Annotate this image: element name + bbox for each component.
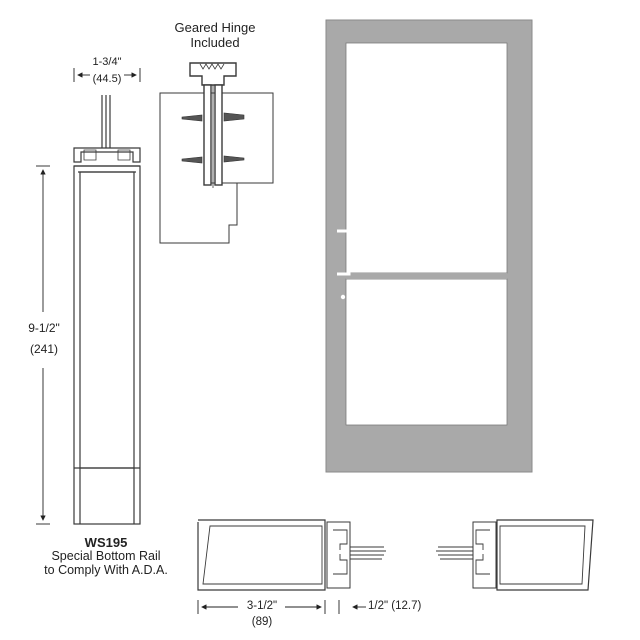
- plan-section-left: [197, 519, 386, 591]
- hinge-label: Geared Hinge Included: [160, 20, 270, 50]
- plan-profile-outline-right: [496, 519, 594, 591]
- product-desc-line2: to Comply With A.D.A.: [44, 563, 168, 577]
- plan-weatherstrip-right: [475, 529, 490, 575]
- glazing-stop-right: [117, 149, 131, 161]
- section-width-metric: (89): [251, 616, 273, 628]
- dimension-section-width: [197, 600, 326, 614]
- rail-height-metric: (241): [29, 342, 58, 356]
- plan-glass-right: [436, 546, 473, 560]
- glazing-pocket: [73, 147, 141, 163]
- plan-profile-inner-right: [499, 525, 586, 585]
- hinge-screws-bottom: [181, 155, 245, 164]
- plan-weatherstrip-left: [333, 529, 348, 575]
- hinge-label-line2: Included: [190, 35, 240, 50]
- section-gap-text: 1/2" (12.7): [368, 600, 422, 612]
- rail-height-label: 9-1/2" (241): [20, 322, 68, 356]
- section-gap-label: 1/2" (12.7): [368, 600, 444, 613]
- plan-profile-outline-left: [197, 519, 326, 591]
- product-code: WS195: [84, 535, 128, 550]
- section-width-label: 3-1/2" (89): [236, 600, 288, 629]
- dimension-rail-height: [36, 165, 50, 525]
- door-pull-handle: [337, 229, 351, 276]
- top-width-metric: (44.5): [92, 73, 122, 85]
- hinge-leaf-right: [214, 84, 223, 186]
- product-caption: WS195 Special Bottom Rail to Comply With…: [30, 536, 182, 577]
- dimension-top-width: [73, 68, 141, 82]
- rail-inner-outline: [79, 171, 135, 469]
- lower-glass-panel: [345, 278, 508, 426]
- bottom-rail-section: [73, 95, 141, 525]
- top-width-imperial: 1-3/4": [92, 56, 122, 68]
- geared-hinge-detail: [159, 62, 274, 244]
- door-lock-cylinder: [340, 294, 346, 300]
- top-width-label: 1-3/4" (44.5): [80, 56, 134, 86]
- hinge-cap-teeth: [199, 63, 225, 70]
- hinge-label-line1: Geared Hinge: [174, 20, 256, 35]
- dimension-section-gap: [338, 600, 366, 614]
- hinge-leaf-left: [203, 84, 212, 186]
- frame-jamb-outline: [221, 92, 274, 184]
- door-elevation: [325, 19, 533, 473]
- glazing-stop-left: [83, 149, 97, 161]
- upper-glass-panel: [345, 42, 508, 274]
- mid-rail: [346, 273, 507, 279]
- section-width-imperial: 3-1/2": [246, 600, 278, 612]
- hinge-screws-top: [181, 112, 245, 122]
- plan-section-right: [436, 519, 594, 591]
- rail-body-outline: [73, 165, 141, 525]
- plan-glass-left: [350, 546, 386, 560]
- plan-profile-inner-left: [202, 525, 323, 585]
- product-desc-line1: Special Bottom Rail: [51, 549, 161, 563]
- rail-height-imperial: 9-1/2": [28, 321, 60, 335]
- hinge-cap: [189, 62, 237, 86]
